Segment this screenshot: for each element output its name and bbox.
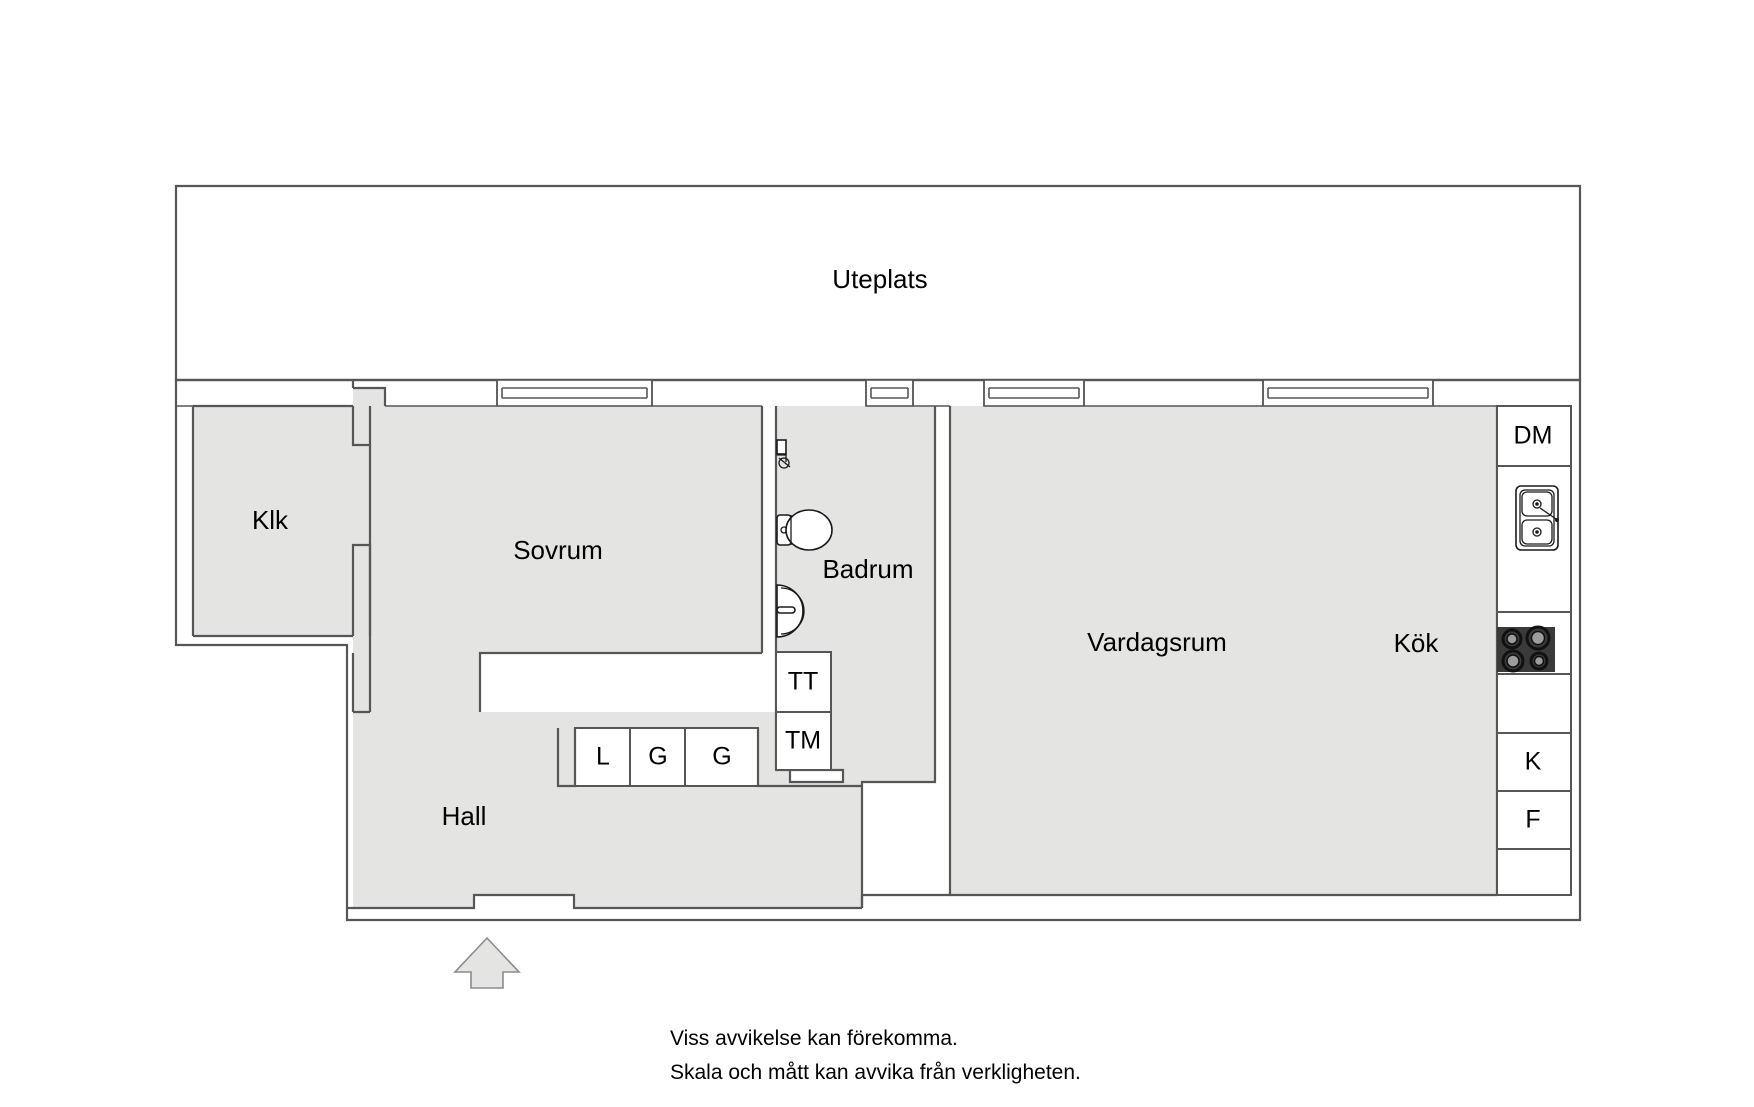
room-label-sovrum: Sovrum — [513, 535, 603, 565]
box-l — [574, 727, 631, 787]
box-label-k: K — [1525, 748, 1542, 776]
box-label-dm: DM — [1514, 422, 1553, 450]
room-label-klk: Klk — [252, 505, 289, 535]
window-vardagsrum-left — [983, 379, 1085, 407]
appliance-bottom-cabinet — [1496, 848, 1572, 896]
box-label-l: L — [596, 743, 610, 771]
hall-wall-bottom — [347, 893, 862, 910]
box-label-tt: TT — [788, 668, 819, 696]
box-tt — [775, 651, 832, 713]
vardagsrum-kok-floor — [950, 406, 1497, 895]
box-tm — [775, 711, 832, 771]
room-label-badrum: Badrum — [822, 554, 913, 584]
window-badrum — [865, 379, 914, 407]
kitchen-appliance-column — [1496, 405, 1572, 896]
toilet-icon — [776, 509, 833, 551]
window-sovrum — [496, 379, 653, 407]
disclaimer-line-1: Viss avvikelse kan förekomma. — [670, 1027, 958, 1050]
entrance-arrow — [453, 936, 521, 989]
room-labels: Uteplats Klk Sovrum Badrum Vardagsrum Kö… — [252, 264, 1439, 831]
badrum-appliance-boxes — [775, 651, 832, 771]
top-wall-windows — [176, 379, 1497, 407]
appliance-dm — [1496, 405, 1572, 467]
water-connection-icon — [776, 439, 791, 469]
apartment-shell — [174, 378, 1582, 922]
sovrum-wall-notch — [353, 386, 387, 406]
disclaimer-line-2: Skala och mått kan avvika från verklighe… — [670, 1061, 1081, 1084]
badrum-vardagsrum-wall — [860, 406, 937, 908]
room-label-uteplats: Uteplats — [832, 264, 927, 294]
box-label-tm: TM — [785, 727, 821, 755]
klk-doorjamb-top — [351, 406, 372, 447]
box-label-g1: G — [648, 743, 667, 771]
klk-floor — [193, 406, 353, 636]
sovrum-floor — [353, 388, 762, 712]
room-label-hall: Hall — [442, 801, 487, 831]
room-label-kok: Kök — [1394, 628, 1440, 658]
stove-cooktop-icon — [1497, 625, 1555, 673]
sovrum-wall-bottom — [478, 651, 762, 712]
wardrobe-end-wall — [556, 728, 577, 788]
room-floor-areas — [193, 388, 1497, 908]
uteplats-area — [174, 184, 1582, 382]
kitchen-sink-icon — [1515, 485, 1559, 551]
window-kok — [1262, 379, 1434, 407]
washbasin-icon — [776, 584, 805, 638]
box-label-f: F — [1525, 806, 1540, 834]
badrum-fixtures — [776, 439, 833, 638]
wardrobe-right-wall — [756, 728, 862, 788]
disclaimer-block: Viss avvikelse kan förekomma. Skala och … — [670, 1027, 1081, 1084]
fixture-box-labels: DM TT TM L G G K F — [596, 422, 1552, 834]
hall-wardrobe-boxes — [556, 727, 862, 788]
room-label-vardagsrum: Vardagsrum — [1087, 627, 1227, 657]
box-label-g2: G — [712, 743, 731, 771]
appliance-counter — [1496, 673, 1572, 734]
